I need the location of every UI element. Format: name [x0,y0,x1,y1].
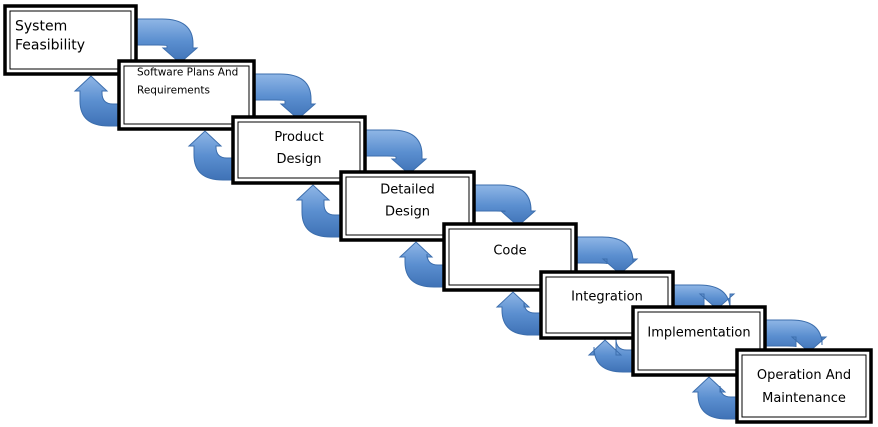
stage-label-line: System [15,18,67,34]
stage-box-inner-border [123,65,250,125]
stage-label-line: Requirements [137,85,210,97]
stage-label-line: Product [274,130,323,145]
curved-forward-arrow-2 [251,73,317,120]
curved-forward-arrow-5 [573,236,639,275]
stage-box-inner-border [637,311,761,371]
stage-box-inner-border [9,10,132,70]
curved-return-arrow-7 [691,376,740,420]
stage-box-inner-border [345,176,470,236]
stage-box-inner-border [741,354,867,418]
curved-return-arrow-1 [73,75,122,127]
curved-return-arrow-3 [295,184,344,238]
stage-box-inner-border [237,121,361,179]
curved-return-arrow-4 [398,241,447,288]
curved-return-arrow-2 [187,130,236,181]
stage-box-inner-border [545,276,669,334]
stage-box-inner-border [448,228,572,286]
stage-box-outer-border [735,348,873,424]
stage-box-outer-border [3,4,138,76]
curved-return-arrow-6 [587,338,636,373]
stage-label-line: Maintenance [762,391,846,406]
stage-label-line: Software Plans And [137,67,238,79]
stage-label-line: Code [493,244,526,259]
curved-forward-arrow-7 [762,319,828,353]
curved-forward-arrow-1 [133,18,199,64]
curved-forward-arrow-4 [471,184,537,227]
curved-forward-arrow-3 [362,129,428,175]
stage-label-line: Integration [571,290,643,305]
stage-label-line: Implementation [647,326,750,341]
stage-label-line: Detailed [380,183,435,198]
stage-label-line: Design [385,205,430,220]
stage-label-line: Design [277,152,322,167]
stage-label-line: Feasibility [15,37,85,53]
stage-label-line: Operation And [757,368,851,383]
curved-return-arrow-5 [495,291,544,336]
